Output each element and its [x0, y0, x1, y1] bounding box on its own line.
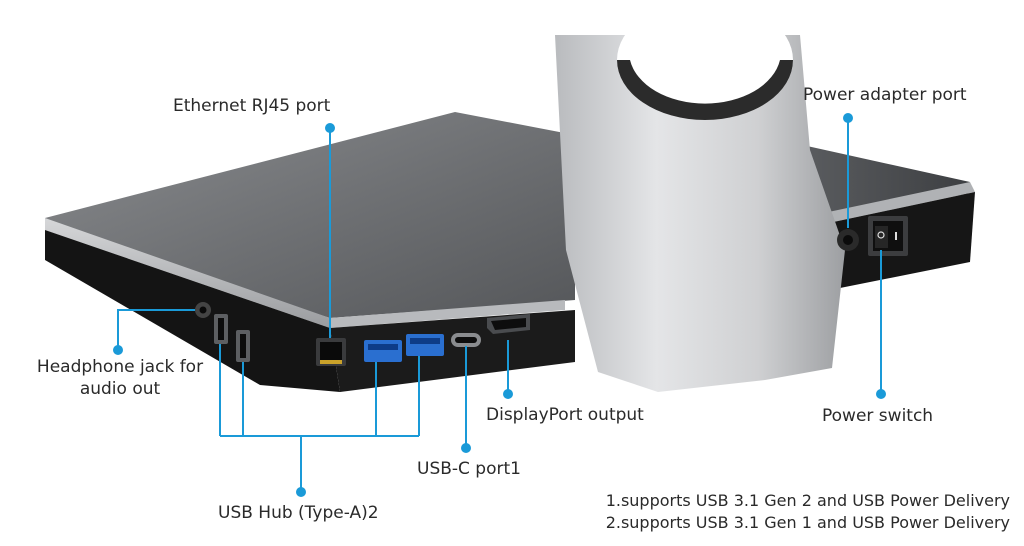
- stand-cutout: [617, 0, 793, 120]
- base-edge-mid: [330, 300, 565, 328]
- callout-lines: [117, 118, 882, 492]
- base-edge-right: [800, 182, 975, 228]
- callout-headphone-label: Headphone jack for audio out: [30, 356, 210, 400]
- usb-a-port-blue-2: [406, 334, 444, 356]
- stand-cutout-rim: [617, 60, 793, 120]
- callout-dots: [113, 113, 886, 497]
- footnote-1: 1.supports USB 3.1 Gen 2 and USB Power D…: [605, 491, 1010, 510]
- callout-power-switch-label: Power switch: [822, 406, 934, 426]
- callout-usb-hub-label: USB Hub (Type-A)2: [218, 503, 379, 523]
- usb-a-port-blue-1: [364, 340, 402, 362]
- monitor-stand: [555, 35, 845, 392]
- callout-usbc-label: USB-C port1: [417, 459, 521, 479]
- callout-displayport-label: DisplayPort output: [486, 405, 644, 425]
- callout-power-adapter-label: Power adapter port: [803, 85, 967, 105]
- base-edge-left: [45, 218, 330, 328]
- callout-headphone-line1: Headphone jack for: [36, 357, 204, 377]
- callout-ethernet-label: Ethernet RJ45 port: [173, 96, 331, 116]
- callout-headphone-line2: audio out: [79, 379, 161, 399]
- footnote-2: 2.supports USB 3.1 Gen 1 and USB Power D…: [605, 513, 1010, 532]
